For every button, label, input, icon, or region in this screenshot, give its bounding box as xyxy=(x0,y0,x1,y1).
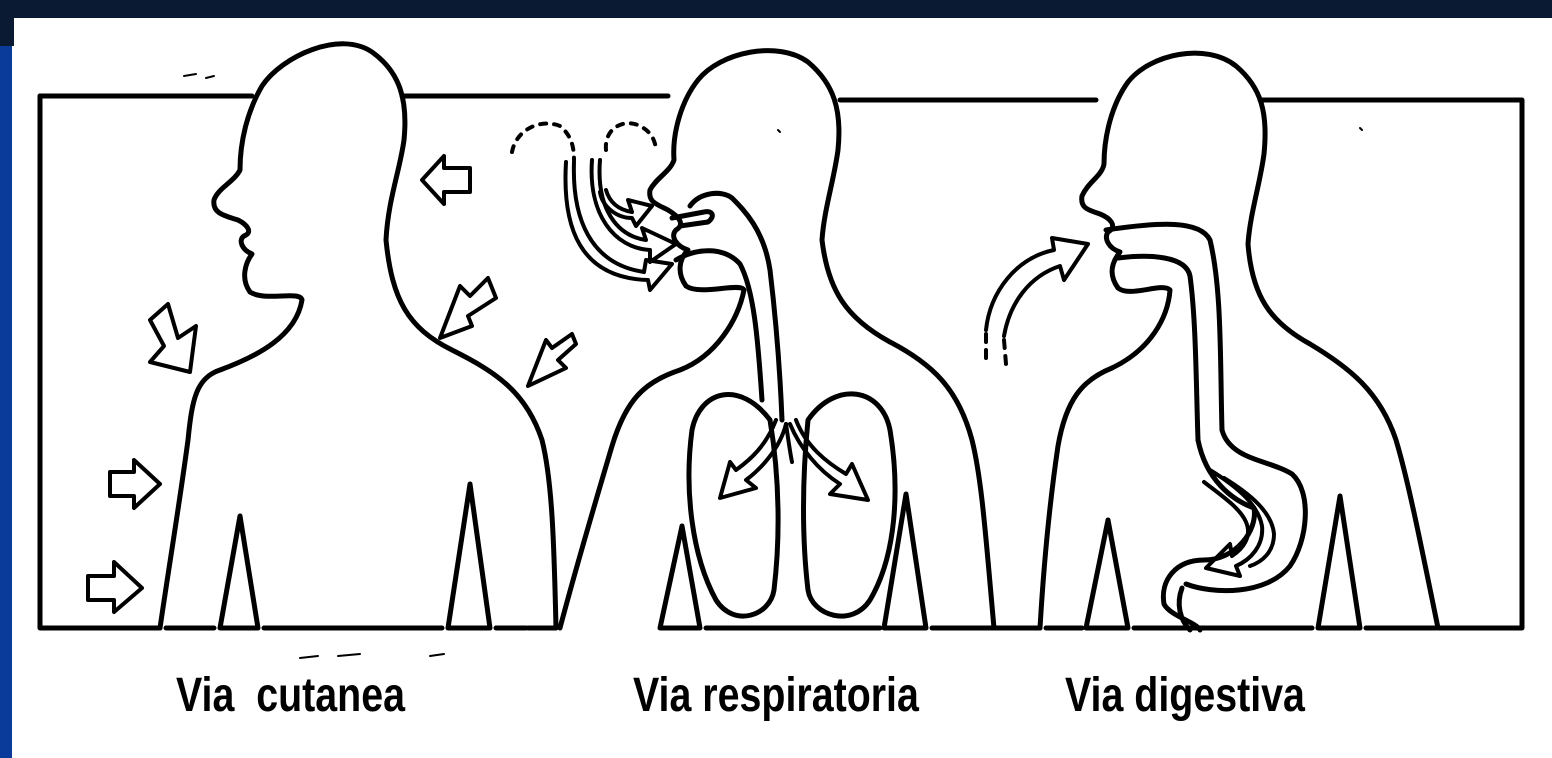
caption-skin-route: Via cutanea xyxy=(176,668,405,723)
stomach-icon xyxy=(1163,430,1305,630)
human-silhouette-icon xyxy=(1040,53,1498,630)
outlined-arrow-icon xyxy=(986,238,1274,576)
caption-digestive-route: Via digestiva xyxy=(1065,668,1305,723)
human-silhouette-icon xyxy=(560,51,1040,628)
caption-respiratory-route: Via respiratoria xyxy=(633,668,919,723)
human-silhouette-icon xyxy=(160,44,556,628)
scan-speckles xyxy=(184,74,1362,658)
